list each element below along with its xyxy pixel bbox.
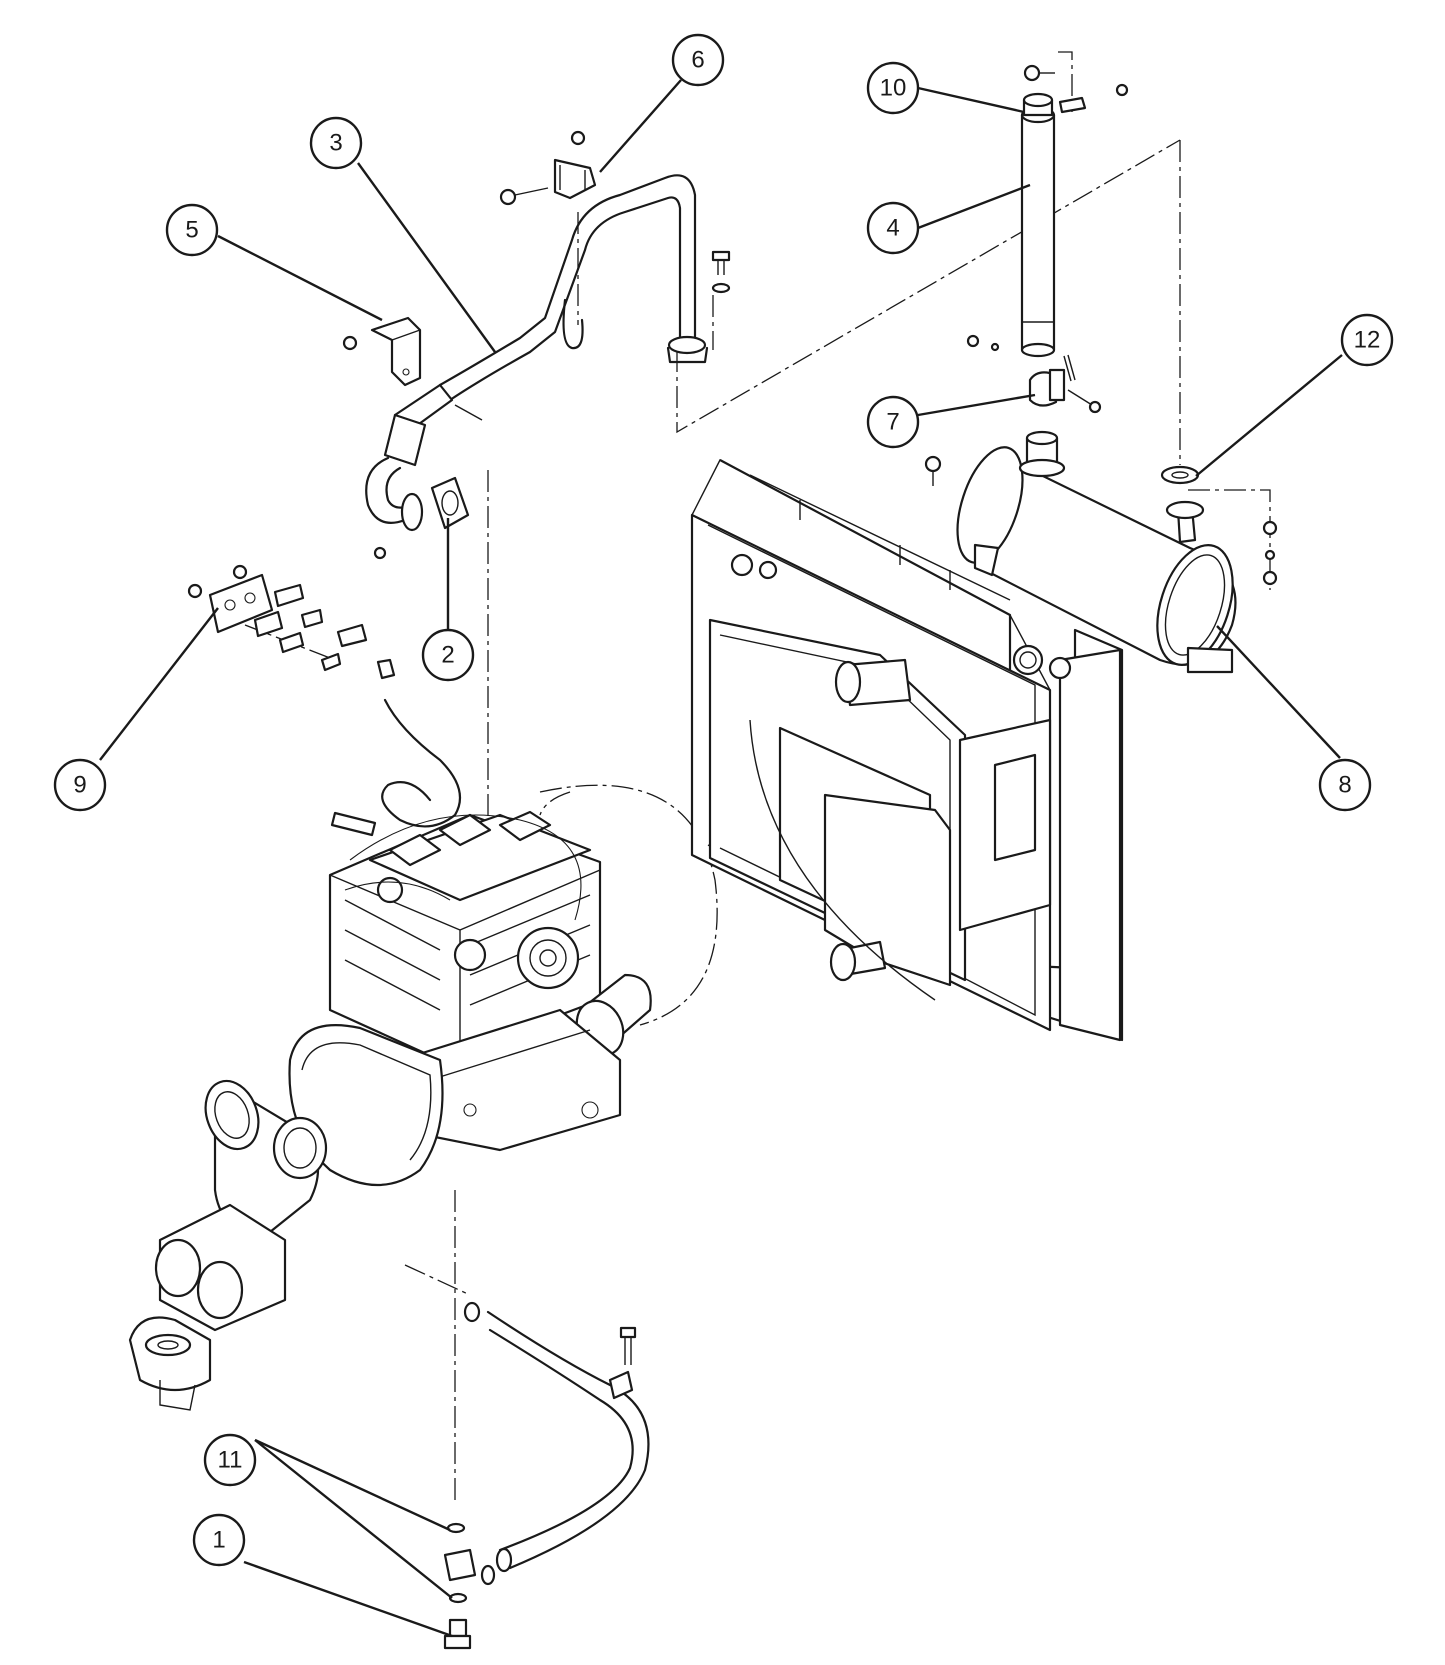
leader-11b: [254, 1439, 453, 1599]
callout-3: 3: [309, 116, 363, 170]
callout-label-2: 2: [441, 642, 454, 669]
callout-6: 6: [671, 33, 725, 87]
tailpipe: [1020, 64, 1129, 358]
callout-leaders: [99, 79, 1343, 1638]
callout-label-3: 3: [329, 130, 342, 157]
pipe-clamp: [966, 334, 1102, 414]
bracket-part-5: [342, 316, 422, 387]
callout-11: 11: [203, 1433, 257, 1487]
callout-label-10: 10: [880, 75, 907, 102]
callout-label-4: 4: [886, 215, 899, 242]
bolt-washer: [711, 250, 731, 294]
callout-8: 8: [1318, 758, 1372, 812]
exhaust-pipe: [365, 174, 709, 560]
callouts: 1 2 3 4 5 6 7 8: [53, 33, 1394, 1567]
leader-12: [1195, 354, 1343, 477]
callout-label-12: 12: [1354, 327, 1381, 354]
leader-7: [917, 393, 1036, 417]
callout-9: 9: [53, 758, 107, 812]
leader-1: [243, 1560, 453, 1638]
callout-label-11: 11: [218, 1447, 243, 1474]
leader-5: [217, 234, 383, 322]
callout-label-6: 6: [691, 47, 704, 74]
engine-assembly: [128, 810, 652, 1411]
callout-label-5: 5: [185, 217, 198, 244]
wiring-bracket: [187, 564, 462, 837]
callout-12: 12: [1340, 313, 1394, 367]
callout-1: 1: [192, 1513, 246, 1567]
callout-label-1: 1: [212, 1527, 225, 1554]
leader-10: [917, 86, 1025, 114]
callout-2: 2: [421, 628, 475, 682]
muffler: [924, 430, 1278, 674]
leader-8: [1216, 625, 1341, 759]
callout-7: 7: [866, 395, 920, 449]
leader-6: [599, 79, 682, 173]
leader-3: [357, 162, 496, 353]
leader-4: [917, 183, 1031, 230]
radiator-assembly: [690, 459, 1124, 1042]
leader-9: [99, 607, 219, 761]
callout-label-8: 8: [1338, 772, 1351, 799]
drain-hose: [443, 1301, 650, 1650]
callout-label-9: 9: [73, 772, 86, 799]
leader-11a: [254, 1438, 451, 1532]
callout-label-7: 7: [886, 409, 899, 436]
bracket-part-6: [499, 130, 597, 350]
callout-5: 5: [165, 203, 219, 257]
callout-4: 4: [866, 201, 920, 255]
callout-10: 10: [866, 61, 920, 115]
